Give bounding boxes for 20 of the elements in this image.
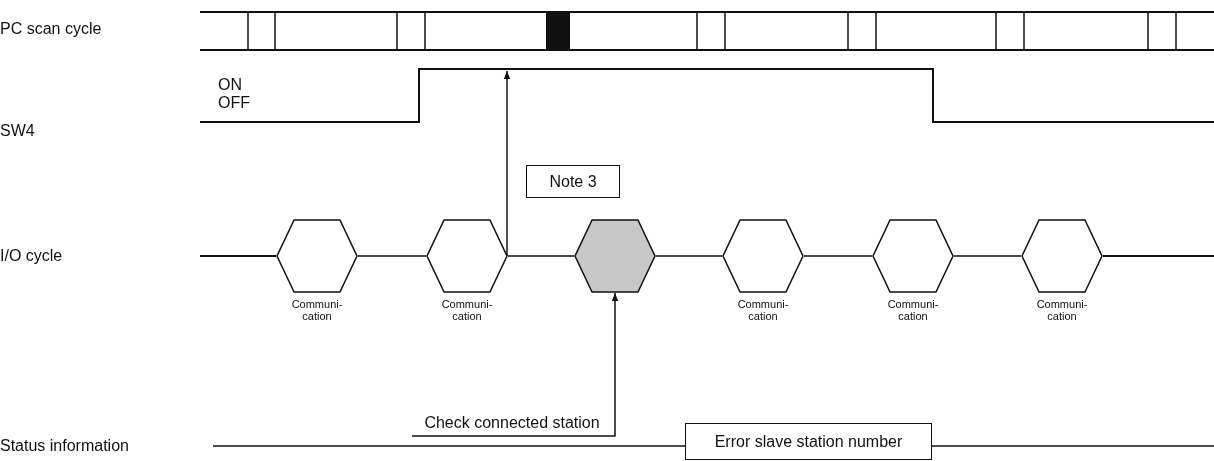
signal-name: Status information: [0, 437, 129, 455]
connector-line: [953, 255, 1022, 257]
note-box: Error slave station number: [685, 423, 932, 460]
callout-text: Check connected station: [424, 414, 600, 432]
leader-line: [411, 292, 619, 437]
phase-label: Communi- cation: [290, 298, 344, 322]
note-box: Note 3: [526, 165, 620, 198]
signal-name: PC scan cycle: [0, 20, 102, 38]
phase-label: Communi- cation: [736, 298, 790, 322]
phase-label: Communi- cation: [886, 298, 940, 322]
connector-line: [655, 255, 723, 257]
signal-name: OFF: [218, 94, 250, 112]
connector-line: [803, 255, 873, 257]
connector-line: [507, 255, 575, 257]
phase-label: Communi- cation: [440, 298, 494, 322]
signal-name: I/O cycle: [0, 247, 63, 265]
signal-name: SW4: [0, 122, 35, 140]
phase-label: Communi- cation: [1035, 298, 1089, 322]
signal-name: ON: [218, 76, 242, 94]
connector-line: [357, 255, 427, 257]
